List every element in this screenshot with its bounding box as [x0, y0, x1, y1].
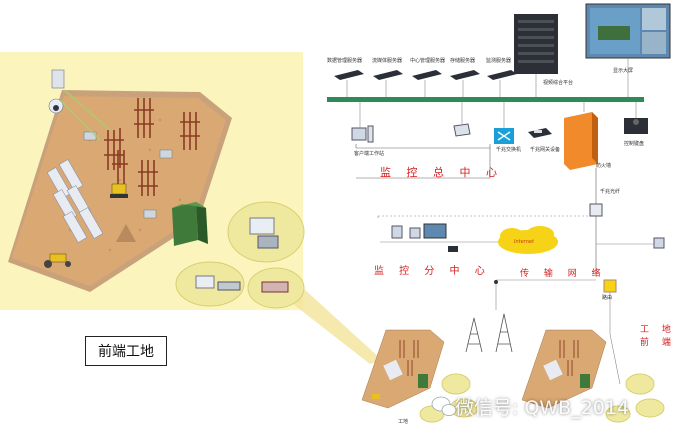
storage-label: 千兆网关设备: [530, 147, 561, 153]
optic-transceiver: [589, 203, 603, 217]
field-title: 工 地 前 端: [640, 325, 676, 348]
wall-label: 显示大屏: [613, 68, 634, 74]
server-label-1: 数据管理服务器: [327, 58, 363, 64]
optic-label: 千兆光纤: [600, 189, 621, 195]
switch-label: 千兆交换机: [496, 147, 522, 153]
control-keyboard: [624, 102, 648, 134]
construction-site-small-1: [361, 329, 445, 409]
center-title: 监 控 总 中 心: [380, 166, 503, 179]
road-roller: [44, 253, 71, 268]
server-label-4: 存储服务器: [450, 58, 476, 64]
internet-label: Internet: [514, 239, 534, 245]
remote-pc: [596, 237, 665, 249]
sub-center-devices: [380, 223, 500, 252]
router-label: 路由: [602, 295, 613, 301]
router-link: [609, 333, 621, 385]
sub-center-title: 监 控 分 中 心: [374, 266, 491, 277]
network-bus: [327, 97, 644, 102]
pipe-stacks: [46, 159, 104, 243]
internet-cloud: [498, 226, 558, 254]
sand-pile: [116, 224, 136, 242]
video-matrix-chassis: [514, 14, 558, 97]
firewall-label: 防火墙: [596, 163, 612, 169]
construction-site-small-2: [521, 329, 607, 409]
server-label-5: 监测服务器: [486, 58, 512, 64]
storage-gateway: [528, 128, 552, 138]
construction-site-large: [8, 90, 232, 292]
laptop: [453, 102, 471, 137]
center-bracket: [355, 144, 491, 179]
server-label-2: 流媒体服务器: [372, 58, 403, 64]
keyboard-label: 控制键盘: [624, 141, 645, 147]
front-site-label: 前端工地: [85, 336, 167, 366]
server-drops: [346, 80, 501, 97]
small-site-label: 工地: [398, 419, 409, 425]
excavator: [110, 183, 128, 198]
server-row: [334, 70, 517, 80]
client-workstation: [351, 102, 374, 143]
zoom-beam: [275, 288, 382, 364]
net-bracket: [377, 215, 590, 220]
site-cameras: [48, 69, 173, 219]
site-container: [172, 202, 208, 246]
antenna-node: [494, 280, 498, 284]
firewall: [564, 102, 598, 170]
wechat-logo-icon: [431, 396, 457, 416]
server-label-3: 中心管理服务器: [410, 58, 446, 64]
rebar-frames: [104, 98, 200, 196]
field-router: [603, 279, 617, 293]
network-title: 传 输 网 络: [520, 269, 607, 279]
display-wall: [585, 3, 671, 97]
watermark: 微信号: QWB_2014: [455, 397, 630, 419]
device-ovals-large: [175, 201, 305, 309]
radio-towers: [465, 313, 513, 353]
wireless-bracket: [495, 279, 596, 310]
client-label: 客户端工作站: [354, 151, 385, 157]
gigabit-switch: [494, 102, 514, 144]
matrix-label: 视频综合平台: [543, 80, 574, 86]
